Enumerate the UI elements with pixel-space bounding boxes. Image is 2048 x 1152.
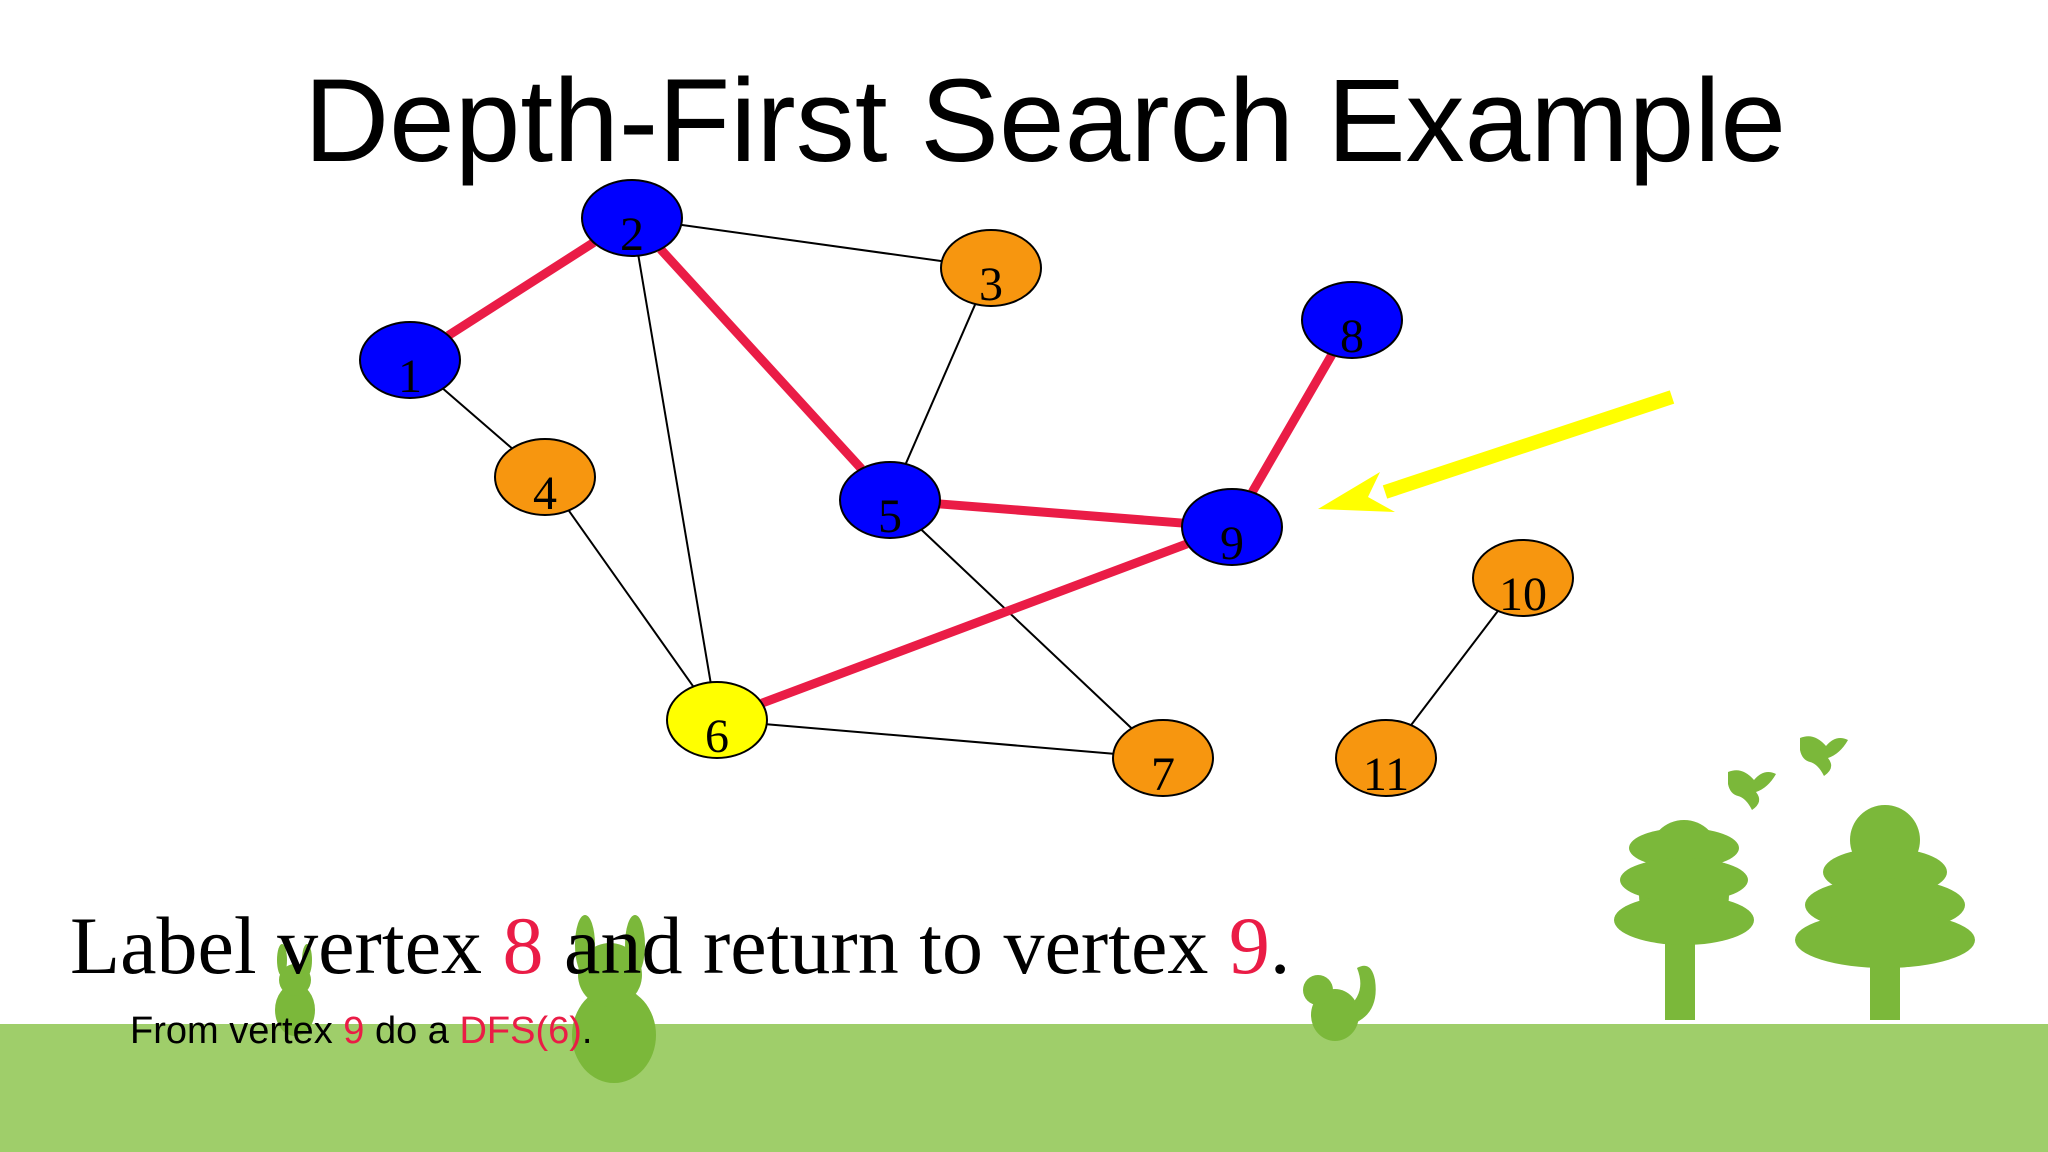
- vertex-2-node: [581, 179, 683, 257]
- squirrel-icon: [1303, 965, 1376, 1041]
- vertex-7-node: [1112, 719, 1214, 797]
- subcaption-text-a: From vertex: [130, 1010, 344, 1052]
- caption-text-b: and return to vertex: [543, 900, 1229, 991]
- tree-edge-9-6: [760, 539, 1189, 708]
- vertex-3: 3: [940, 229, 1042, 311]
- vertex-10-node: [1472, 539, 1574, 617]
- vertex-1-node: [359, 321, 461, 399]
- vertex-2-label: 2: [620, 208, 644, 261]
- edge-10-11: [1410, 610, 1499, 726]
- vertex-11-label: 11: [1363, 748, 1409, 801]
- bird-icon: [1728, 736, 1848, 810]
- vertex-7-label: 7: [1151, 748, 1175, 801]
- subcaption-text-b: do a: [364, 1010, 460, 1052]
- vertex-9-label: 9: [1220, 517, 1244, 570]
- vertex-11-node: [1335, 719, 1437, 797]
- vertex-4-node: [494, 438, 596, 516]
- subcaption-call: DFS(6): [459, 1010, 582, 1052]
- subcaption: From vertex 9 do a DFS(6).: [130, 1012, 592, 1050]
- subcaption-text-c: .: [581, 1010, 593, 1052]
- vertex-9-node: [1181, 488, 1283, 566]
- vertex-6: 6: [666, 681, 768, 763]
- graph-edges: [442, 223, 1499, 755]
- vertex-7: 7: [1112, 719, 1214, 801]
- edge-6-7: [766, 723, 1114, 755]
- edge-2-6: [637, 255, 712, 683]
- vertex-3-label: 3: [979, 258, 1003, 311]
- yellow-arrow-icon: [1318, 390, 1675, 512]
- vertex-4: 4: [494, 438, 596, 520]
- vertex-8: 8: [1301, 281, 1403, 363]
- vertex-6-label: 6: [705, 710, 729, 763]
- caption-vertex-9: 9: [1228, 900, 1270, 991]
- tree-left-icon: [1614, 820, 1754, 1020]
- caption: Label vertex 8 and return to vertex 9.: [70, 905, 1290, 987]
- vertex-1: 1: [359, 321, 461, 403]
- tree-edge-9-8: [1248, 352, 1336, 495]
- caption-vertex-8: 8: [502, 900, 544, 991]
- edge-5-7: [920, 528, 1133, 730]
- vertex-11: 11: [1335, 719, 1437, 801]
- vertex-8-label: 8: [1340, 310, 1364, 363]
- edge-2-3: [681, 223, 942, 263]
- caption-text-a: Label vertex: [70, 900, 503, 991]
- vertex-5-node: [839, 461, 941, 539]
- edge-3-5: [904, 303, 977, 465]
- grass-strip: [0, 1024, 2048, 1152]
- vertex-5-label: 5: [878, 490, 902, 543]
- vertex-10-label: 10: [1499, 568, 1547, 621]
- edge-4-6: [567, 509, 695, 688]
- vertex-9: 9: [1181, 488, 1283, 570]
- vertex-1-label: 1: [398, 350, 422, 403]
- tree-right-icon: [1795, 805, 1975, 1020]
- tree-edge-5-9: [939, 499, 1183, 528]
- rabbit-icon: [572, 915, 656, 1083]
- vertex-8-node: [1301, 281, 1403, 359]
- tree-edge-2-5: [657, 246, 865, 472]
- caption-text-c: .: [1269, 900, 1291, 991]
- vertex-2: 2: [581, 179, 683, 261]
- vertex-3-node: [940, 229, 1042, 307]
- vertex-4-label: 4: [533, 467, 557, 520]
- rabbit-small-icon: [275, 944, 315, 1036]
- subcaption-vertex: 9: [343, 1010, 365, 1052]
- tree-edge-1-2: [445, 238, 597, 340]
- vertex-6-node: [666, 681, 768, 759]
- edge-1-4: [442, 387, 513, 450]
- slide-title: Depth-First Search Example: [303, 55, 1787, 187]
- vertex-10: 10: [1472, 539, 1574, 621]
- vertex-5: 5: [839, 461, 941, 543]
- graph-vertices: 1 2 3 4 5 6 7 8 9 10 11: [359, 179, 1574, 801]
